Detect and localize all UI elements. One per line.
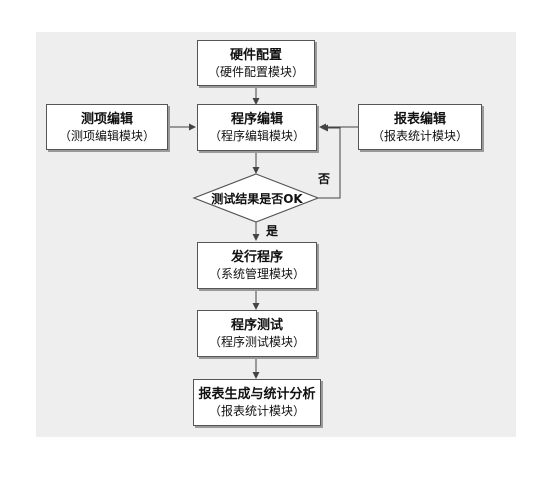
node-test-item-edit: 测项编辑 （测项编辑模块） bbox=[46, 104, 168, 150]
node-title: 测项编辑 bbox=[80, 111, 133, 127]
decision-text: 测试结果是否OK bbox=[211, 191, 303, 206]
decision-diamond bbox=[192, 173, 320, 223]
node-title: 报表生成与统计分析 bbox=[198, 387, 316, 402]
node-subtitle: （程序测试模块） bbox=[208, 335, 305, 349]
node-program-edit: 程序编辑 （程序编辑模块） bbox=[197, 104, 317, 151]
node-report-analysis: 报表生成与统计分析 （报表统计模块） bbox=[193, 379, 321, 426]
edge-label-no: 否 bbox=[318, 172, 331, 186]
node-release-program: 发行程序 （系统管理模块） bbox=[197, 242, 317, 289]
node-subtitle: （硬件配置模块） bbox=[207, 64, 304, 79]
node-hardware-config: 硬件配置 （硬件配置模块） bbox=[197, 40, 315, 86]
node-subtitle: （报表统计模块） bbox=[371, 128, 468, 143]
node-subtitle: （测项编辑模块） bbox=[58, 128, 155, 143]
arrow-decision-no-loop bbox=[316, 124, 341, 199]
node-title: 报表编辑 bbox=[393, 111, 446, 127]
node-subtitle: （程序编辑模块） bbox=[208, 129, 305, 143]
node-title: 硬件配置 bbox=[229, 47, 282, 63]
node-title: 发行程序 bbox=[230, 250, 283, 265]
diagram-background bbox=[36, 32, 516, 437]
edge-label-yes: 是 bbox=[266, 224, 279, 238]
node-title: 程序测试 bbox=[230, 318, 283, 333]
node-title: 程序编辑 bbox=[230, 112, 283, 127]
node-report-edit: 报表编辑 （报表统计模块） bbox=[358, 104, 482, 150]
node-program-test: 程序测试 （程序测试模块） bbox=[197, 310, 317, 357]
node-subtitle: （系统管理模块） bbox=[208, 267, 305, 281]
node-subtitle: （报表统计模块） bbox=[208, 404, 305, 418]
